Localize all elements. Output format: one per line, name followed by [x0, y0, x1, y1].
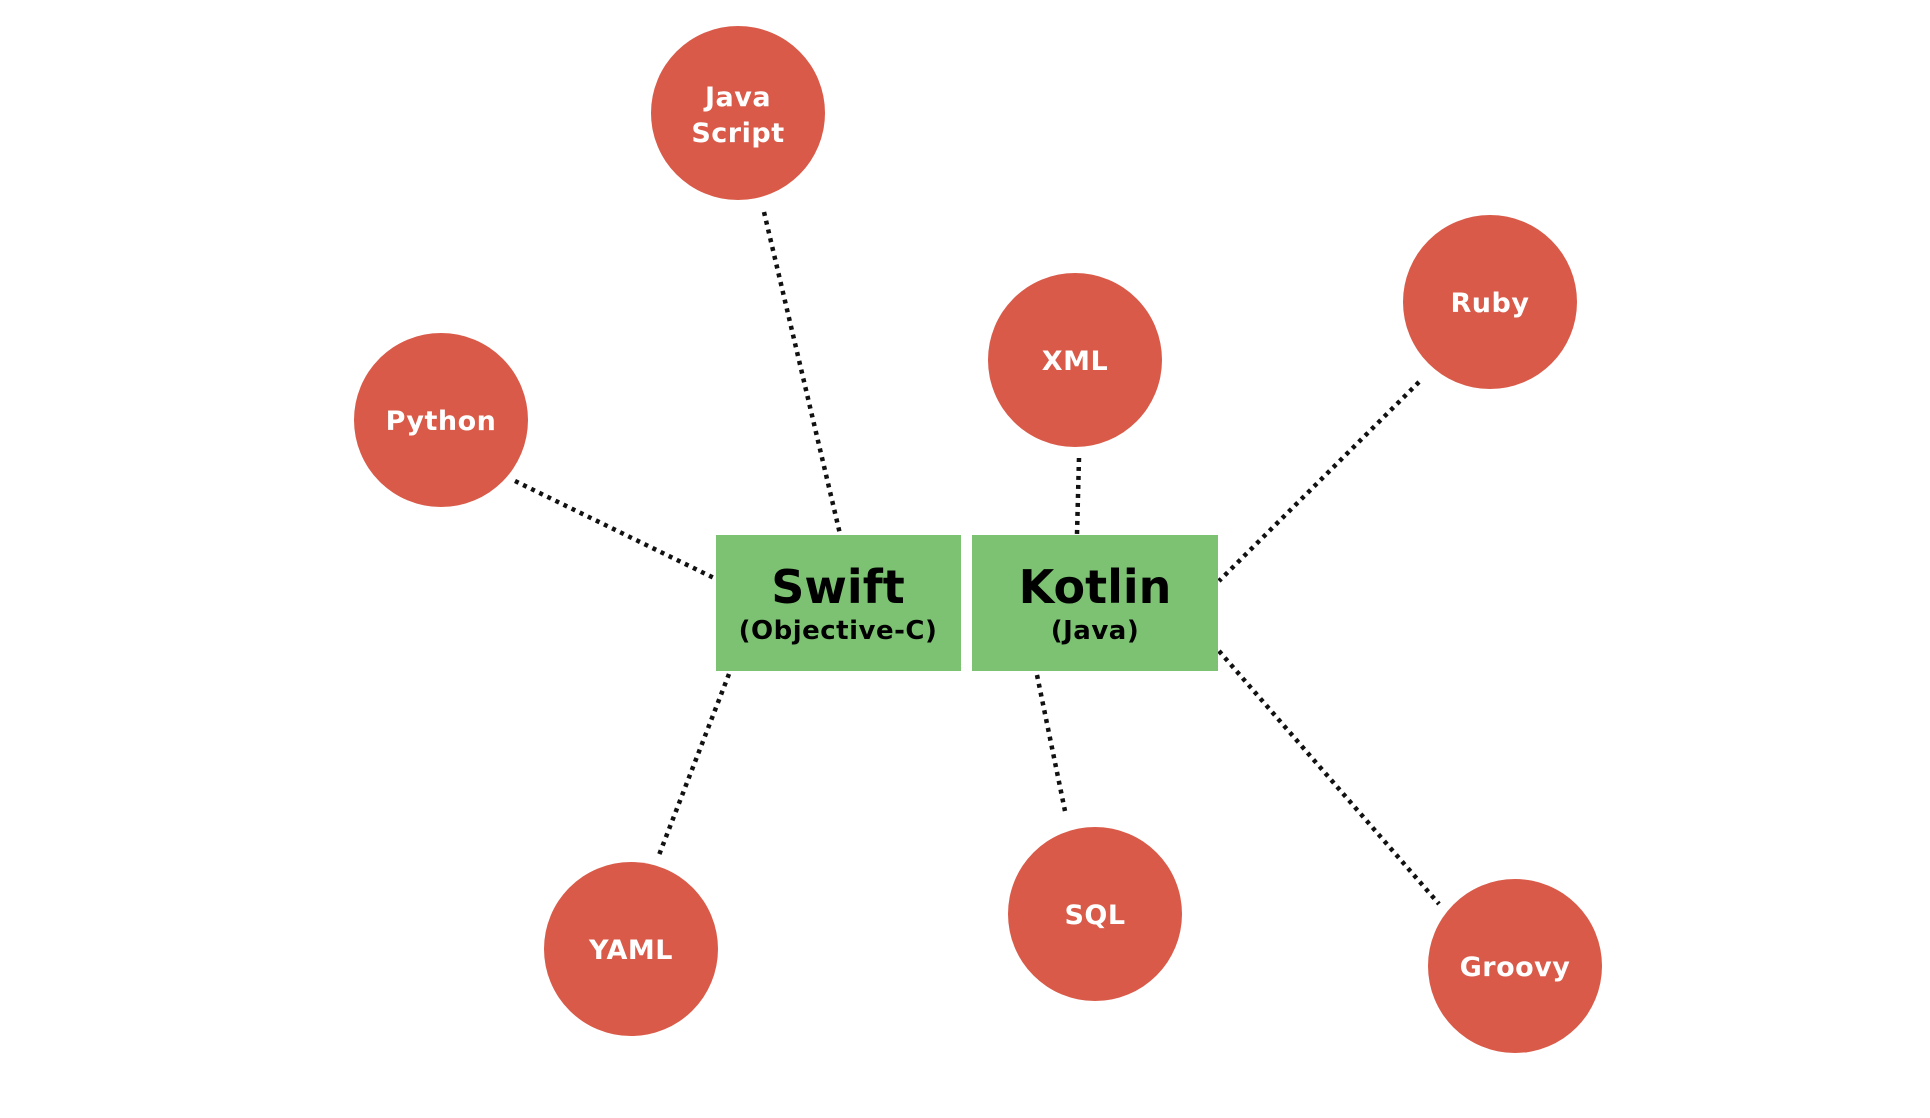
node-yaml-label: YAML — [588, 935, 673, 966]
connector-kotlin-sql — [1034, 674, 1068, 812]
node-javascript-circle — [651, 26, 825, 200]
node-groovy-circle — [1428, 879, 1602, 1053]
connector-swift-yaml — [656, 673, 732, 856]
node-sql-label: SQL — [1064, 900, 1125, 931]
node-xml-circle — [988, 273, 1162, 447]
hub-swift-title: Swift — [771, 560, 904, 614]
node-python: Python — [354, 333, 528, 507]
node-ruby-label: Ruby — [1451, 288, 1530, 319]
connector-kotlin-xml — [1074, 457, 1082, 535]
node-python-circle — [354, 333, 528, 507]
connectors — [514, 211, 1441, 906]
connector-kotlin-ruby — [1217, 380, 1421, 583]
node-yaml: YAML — [544, 862, 718, 1036]
connector-swift-javascript — [761, 211, 843, 535]
hub-kotlin-subtitle: (Java) — [1051, 616, 1139, 646]
hub-swift: Swift (Objective-C) — [716, 535, 961, 671]
node-ruby: Ruby — [1403, 215, 1577, 389]
node-javascript: Java Script — [651, 26, 825, 200]
hub-swift-box — [716, 535, 961, 671]
hub-swift-subtitle: (Objective-C) — [739, 616, 938, 646]
node-groovy: Groovy — [1428, 879, 1602, 1053]
node-xml-label: XML — [1042, 346, 1108, 377]
hub-kotlin: Kotlin (Java) — [972, 535, 1218, 671]
node-python-label: Python — [386, 406, 497, 437]
node-javascript-label-line1: Java — [703, 82, 771, 113]
node-sql-circle — [1008, 827, 1182, 1001]
node-sql: SQL — [1008, 827, 1182, 1001]
hub-kotlin-box — [972, 535, 1218, 671]
connector-swift-python — [514, 478, 717, 582]
hub-kotlin-title: Kotlin — [1019, 560, 1172, 614]
node-javascript-label-line2: Script — [691, 118, 784, 149]
connector-kotlin-groovy — [1217, 649, 1441, 906]
node-xml: XML — [988, 273, 1162, 447]
node-groovy-label: Groovy — [1460, 952, 1571, 983]
node-ruby-circle — [1403, 215, 1577, 389]
node-yaml-circle — [544, 862, 718, 1036]
